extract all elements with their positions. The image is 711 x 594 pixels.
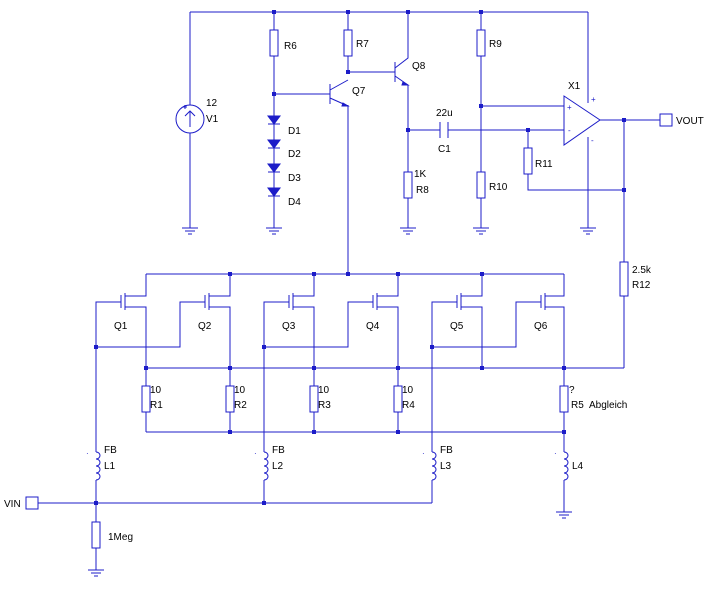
r3-name: R3 <box>318 400 331 411</box>
wires <box>38 11 660 570</box>
r5-name: R5 <box>571 400 584 411</box>
resistor-r12: 2.5k R12 <box>619 261 652 297</box>
d3-name: D3 <box>288 173 301 184</box>
ground-symbols <box>88 227 596 577</box>
voltage-source-v1: 12 V1 <box>175 98 219 134</box>
r8-name: R8 <box>416 185 429 196</box>
q7-name: Q7 <box>352 86 366 97</box>
inductor-l2: · FB L2 <box>254 445 285 481</box>
r8-value: 1K <box>414 169 427 180</box>
inductor-l1: · FB L1 <box>86 445 117 481</box>
transistor-q7: Q7 <box>329 79 366 107</box>
svg-text:+: + <box>567 103 572 112</box>
q1-name: Q1 <box>114 321 128 332</box>
d1-name: D1 <box>288 126 301 137</box>
inductor-l3: · FB L3 <box>422 445 453 481</box>
inductor-l4: · L4 <box>554 449 584 481</box>
v1-name: V1 <box>206 114 219 125</box>
resistor-input: 1Meg <box>91 521 133 549</box>
transistor-q8: Q8 <box>394 55 426 86</box>
transistor-q4: Q4 <box>347 290 399 368</box>
resistor-r1: 10 R1 <box>141 385 163 413</box>
r12-value: 2.5k <box>632 265 652 276</box>
r1-value: 10 <box>150 385 162 396</box>
resistor-r11: R11 <box>523 147 553 175</box>
transistor-q2: Q2 <box>179 290 231 368</box>
svg-text:·: · <box>422 449 425 458</box>
capacitor-c1: 22u C1 <box>436 108 453 155</box>
transistor-q3: Q3 <box>263 290 315 368</box>
r12-name: R12 <box>632 280 651 291</box>
r9-name: R9 <box>489 39 502 50</box>
r6-name: R6 <box>284 41 297 52</box>
q3-name: Q3 <box>282 321 296 332</box>
resistor-r4: 10 R4 <box>393 385 415 413</box>
transistor-q6: Q6 <box>515 290 565 368</box>
r3-value: 10 <box>318 385 330 396</box>
r2-value: 10 <box>234 385 246 396</box>
l2-name: L2 <box>272 461 284 472</box>
r4-value: 10 <box>402 385 414 396</box>
junction-dots <box>94 10 626 505</box>
r11-name: R11 <box>535 159 553 170</box>
r10-name: R10 <box>489 182 508 193</box>
svg-text:·: · <box>254 449 257 458</box>
svg-text:·: · <box>554 449 557 458</box>
c1-name: C1 <box>438 144 451 155</box>
resistor-r7: R7 <box>343 29 369 57</box>
r2-name: R2 <box>234 400 247 411</box>
r4-name: R4 <box>402 400 415 411</box>
r5-value: ? <box>569 385 575 396</box>
l3-value: FB <box>440 445 453 456</box>
l4-name: L4 <box>572 461 584 472</box>
q2-name: Q2 <box>198 321 212 332</box>
q6-name: Q6 <box>534 321 548 332</box>
q4-name: Q4 <box>366 321 380 332</box>
svg-text:·: · <box>86 449 89 458</box>
svg-text:+: + <box>591 95 596 104</box>
diode-chain: D1 D2 D3 D4 <box>267 115 301 208</box>
c1-value: 22u <box>436 108 453 119</box>
vin-label: VIN <box>4 499 21 510</box>
svg-text:-: - <box>568 126 571 135</box>
resistor-r5: ? R5 Abgleich <box>559 385 627 413</box>
resistor-r2: 10 R2 <box>225 385 247 413</box>
resistor-r3: 10 R3 <box>309 385 331 413</box>
d4-name: D4 <box>288 197 301 208</box>
svg-text:-: - <box>591 136 594 145</box>
r1-name: R1 <box>150 400 163 411</box>
q8-name: Q8 <box>412 61 426 72</box>
r7-name: R7 <box>356 39 369 50</box>
l1-value: FB <box>104 445 117 456</box>
x1-name: X1 <box>568 81 581 92</box>
q5-name: Q5 <box>450 321 464 332</box>
resistor-r6: R6 <box>269 29 297 57</box>
vout-label: VOUT <box>676 116 704 127</box>
opamp-x1: + - + - X1 <box>550 81 601 146</box>
transistor-q5: Q5 <box>431 290 483 368</box>
transistor-q1: Q1 <box>95 290 147 368</box>
port-vout: VOUT <box>659 113 704 127</box>
v1-value: 12 <box>206 98 218 109</box>
l3-name: L3 <box>440 461 452 472</box>
l2-value: FB <box>272 445 285 456</box>
resistor-r9: R9 <box>476 29 502 57</box>
resistor-r10: R10 <box>476 171 508 199</box>
r5-note: Abgleich <box>589 400 627 411</box>
l1-name: L1 <box>104 461 116 472</box>
d2-name: D2 <box>288 149 301 160</box>
rin-value: 1Meg <box>108 532 133 543</box>
resistor-r8: 1K R8 <box>403 169 429 199</box>
port-vin: VIN <box>4 496 39 510</box>
